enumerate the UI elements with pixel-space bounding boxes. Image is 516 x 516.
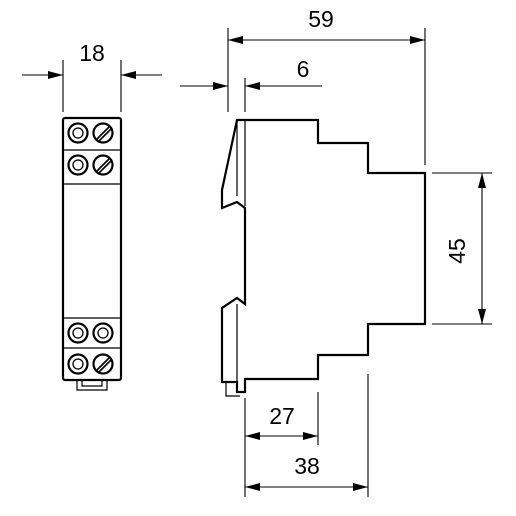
dimension-label-clip-offset: 6 <box>297 56 310 82</box>
dimension-label-front-width: 18 <box>79 40 105 66</box>
dimension-label-body-height: 45 <box>444 238 470 264</box>
open-terminal-icon <box>67 154 89 176</box>
open-terminal-icon <box>67 122 89 144</box>
dimension-front-section-depth: 27 <box>244 392 319 445</box>
front-view <box>61 116 123 391</box>
dimension-label-overall-depth: 59 <box>308 6 334 32</box>
dimension-overall-depth: 59 <box>227 6 426 165</box>
screw-terminal-icon <box>92 122 114 144</box>
dimension-label-front-section-depth: 27 <box>269 403 295 429</box>
dimension-body-height: 45 <box>432 172 492 325</box>
dimension-clip-offset: 6 <box>180 56 322 112</box>
side-view-profile <box>220 118 427 394</box>
dimension-mounting-depth: 38 <box>244 374 369 497</box>
screw-terminal-icon <box>92 353 114 375</box>
open-terminal-icon <box>67 353 89 375</box>
screw-terminal-icon <box>92 154 114 176</box>
front-view-latch <box>76 380 108 391</box>
side-view <box>220 118 427 397</box>
dimension-front-width: 18 <box>22 40 162 112</box>
dimension-label-mounting-depth: 38 <box>294 453 320 479</box>
front-view-housing <box>61 116 123 382</box>
open-terminal-icon <box>92 322 114 344</box>
side-view-latch <box>225 382 240 397</box>
open-terminal-icon <box>67 322 89 344</box>
